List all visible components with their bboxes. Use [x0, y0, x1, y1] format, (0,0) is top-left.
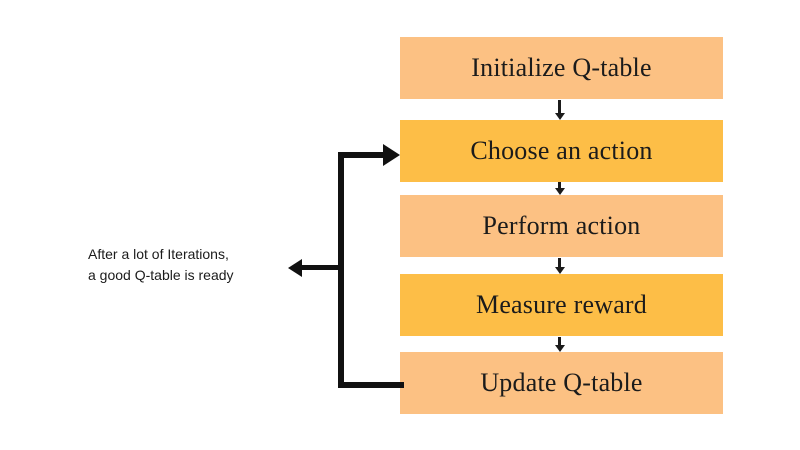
annotation-text: After a lot of Iterations, a good Q-tabl…	[88, 244, 283, 286]
flow-step-initialize-q-table: Initialize Q-table	[400, 37, 723, 99]
loop-segment-bottom	[338, 382, 404, 388]
arrow-left-icon-to-annotation	[288, 259, 302, 277]
loop-segment-top	[338, 152, 386, 158]
annotation-line-2: a good Q-table is ready	[88, 267, 234, 283]
flow-step-label: Perform action	[482, 211, 641, 240]
flow-step-label: Measure reward	[476, 290, 647, 319]
annotation-line-1: After a lot of Iterations,	[88, 246, 229, 262]
flow-step-label: Update Q-table	[480, 368, 643, 397]
arrow-right-icon-loop-to-choose	[383, 144, 400, 166]
arrow-down-icon-initialize-to-choose	[558, 100, 561, 114]
arrow-down-icon-measure-to-update	[558, 337, 561, 346]
flow-step-update-q-table: Update Q-table	[400, 352, 723, 414]
flow-step-choose-an-action: Choose an action	[400, 120, 723, 182]
loop-segment-left-branch	[300, 265, 342, 270]
flow-step-measure-reward: Measure reward	[400, 274, 723, 336]
flow-step-label: Initialize Q-table	[471, 53, 652, 82]
flow-step-perform-action: Perform action	[400, 195, 723, 257]
flow-step-label: Choose an action	[470, 136, 653, 165]
loop-segment-vertical	[338, 152, 344, 388]
arrow-down-icon-perform-to-measure	[558, 258, 561, 268]
arrow-down-icon-choose-to-perform	[558, 182, 561, 189]
